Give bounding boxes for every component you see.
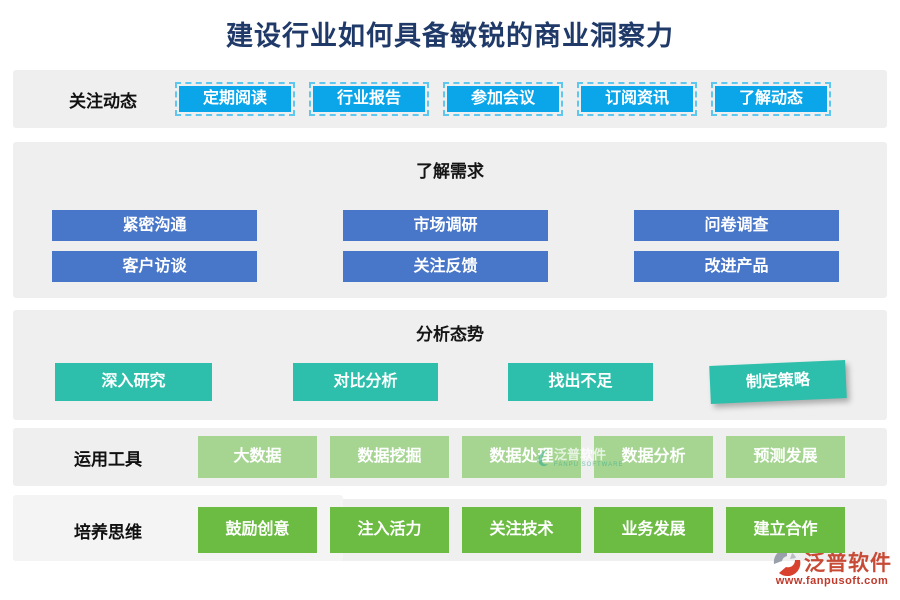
chip-forecast-development: 预测发展	[726, 436, 845, 478]
chip-regular-reading: 定期阅读	[175, 82, 295, 116]
chip-big-data: 大数据	[198, 436, 317, 478]
chip-row: 定期阅读 行业报告 参加会议 订阅资讯 了解动态	[175, 82, 831, 116]
row-label-use-tools: 运用工具	[74, 449, 142, 469]
chip-encourage-creativity: 鼓励创意	[198, 507, 317, 553]
page-title: 建设行业如何具备敏锐的商业洞察力	[226, 21, 674, 51]
chip-follow-feedback: 关注反馈	[343, 251, 548, 282]
chip-label: 参加会议	[447, 86, 559, 112]
chip-business-development: 业务发展	[594, 507, 713, 553]
chip-find-shortcomings: 找出不足	[508, 363, 653, 401]
chip-data-analysis: 数据分析	[594, 436, 713, 478]
band-cultivate-thinking: 培养思维 鼓励创意 注入活力 关注技术 业务发展 建立合作	[13, 495, 887, 561]
chip-deep-research: 深入研究	[55, 363, 212, 401]
chip-questionnaire-survey: 问卷调查	[634, 210, 839, 241]
section-header-analyze-situation: 分析态势	[416, 325, 484, 344]
band-analyze-situation: 分析态势 深入研究 对比分析 找出不足 制定策略	[13, 310, 887, 420]
chip-row: 鼓励创意 注入活力 关注技术 业务发展 建立合作	[198, 507, 845, 553]
chip-row: 深入研究 对比分析 找出不足 制定策略	[13, 360, 887, 404]
chip-customer-interview: 客户访谈	[52, 251, 257, 282]
chip-industry-report: 行业报告	[309, 82, 429, 116]
chip-know-trends: 了解动态	[711, 82, 831, 116]
chip-grid: 紧密沟通 市场调研 问卷调查 客户访谈 关注反馈 改进产品	[52, 210, 887, 282]
chip-follow-technology: 关注技术	[462, 507, 581, 553]
chip-inject-vitality: 注入活力	[330, 507, 449, 553]
chip-label: 了解动态	[715, 86, 827, 112]
chip-subscribe-news: 订阅资讯	[577, 82, 697, 116]
chip-attend-meetings: 参加会议	[443, 82, 563, 116]
chip-close-communication: 紧密沟通	[52, 210, 257, 241]
chip-label: 订阅资讯	[581, 86, 693, 112]
chip-make-strategy: 制定策略	[709, 360, 847, 404]
row-label-cultivate-thinking: 培养思维	[74, 522, 142, 542]
brand-url: www.fanpusoft.com	[775, 575, 889, 587]
footer-brand: 泛普软件 www.fanpusoft.com	[772, 547, 892, 587]
chip-comparative-analysis: 对比分析	[293, 363, 438, 401]
band-follow-trends: 关注动态 定期阅读 行业报告 参加会议 订阅资讯 了解动态	[13, 70, 887, 128]
chip-market-research: 市场调研	[343, 210, 548, 241]
section-header-understand-needs: 了解需求	[416, 162, 484, 181]
chip-label: 行业报告	[313, 86, 425, 112]
chip-data-mining: 数据挖掘	[330, 436, 449, 478]
row-label-follow-trends: 关注动态	[69, 91, 137, 111]
chip-build-cooperation: 建立合作	[726, 507, 845, 553]
chip-row: 大数据 数据挖掘 数据处理 数据分析 预测发展	[198, 436, 845, 478]
chip-label: 定期阅读	[179, 86, 291, 112]
chip-improve-product: 改进产品	[634, 251, 839, 282]
chip-data-processing: 数据处理	[462, 436, 581, 478]
brand-name: 泛普软件	[804, 552, 892, 575]
band-understand-needs: 了解需求 紧密沟通 市场调研 问卷调查 客户访谈 关注反馈 改进产品	[13, 142, 887, 298]
band-use-tools: 运用工具 大数据 数据挖掘 数据处理 数据分析 预测发展	[13, 428, 887, 486]
